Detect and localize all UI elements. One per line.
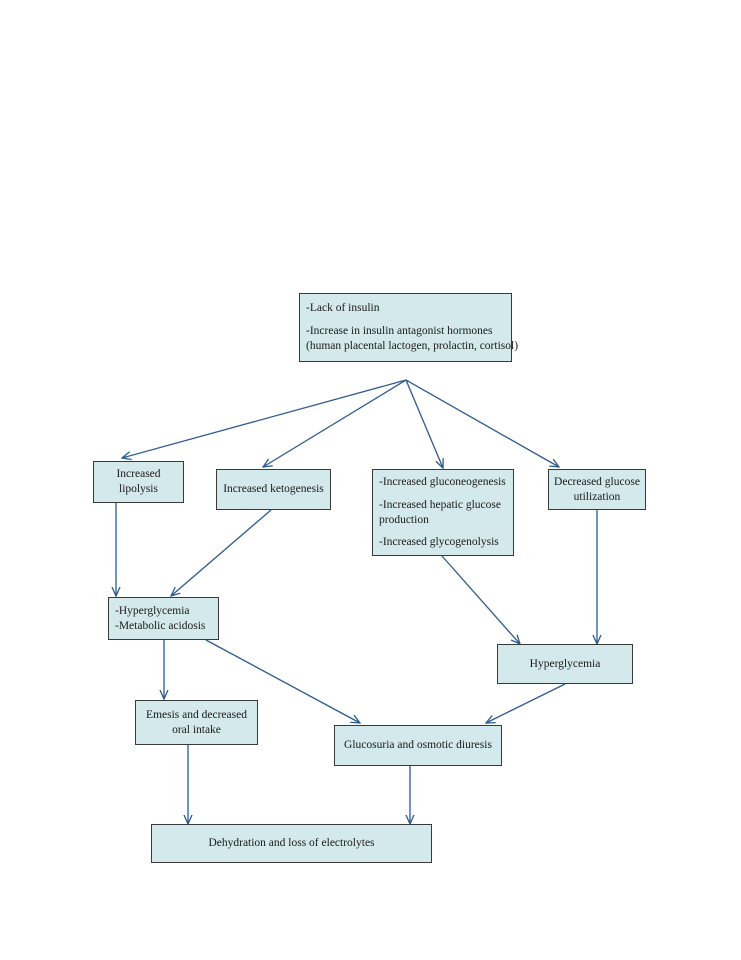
arrow-root-to-decreased	[405, 379, 559, 467]
emesis-line-1: Emesis and decreased	[146, 708, 247, 721]
lipolysis-line-2: lipolysis	[119, 483, 158, 495]
arrow-root-to-ketogenesis	[263, 379, 407, 467]
hyper-left-line-1: -Hyperglycemia	[115, 604, 190, 617]
root-line-3: (human placental lactogen, prolactin, co…	[306, 339, 519, 352]
node-emesis: Emesis and decreased oral intake	[135, 700, 258, 745]
gluco-line-3: production	[379, 513, 429, 526]
node-increased-ketogenesis: Increased ketogenesis	[216, 469, 331, 510]
hyper-right-line-1: Hyperglycemia	[529, 657, 601, 670]
ketogenesis-line-1: Increased ketogenesis	[223, 483, 324, 496]
node-hyperglycemia-acidosis: -Hyperglycemia -Metabolic acidosis	[108, 597, 219, 640]
arrow-hyper-left-to-glucosuria	[205, 639, 360, 723]
emesis-line-2: oral intake	[172, 723, 221, 736]
dehydration-line-1: Dehydration and loss of electrolytes	[208, 837, 375, 850]
arrow-hyper-right-to-glucosuria	[486, 683, 566, 723]
hyper-left-line-2: -Metabolic acidosis	[115, 619, 206, 632]
decreased-line-1: Decreased glucose	[554, 475, 640, 488]
node-lack-of-insulin: -Lack of insulin -Increase in insulin an…	[299, 293, 518, 362]
node-decreased-glucose-utilization: Decreased glucose utilization	[548, 469, 646, 510]
root-line-2: -Increase in insulin antagonist hormones	[306, 325, 493, 338]
gluco-line-1: -Increased gluconeogenesis	[379, 475, 506, 488]
node-dehydration: Dehydration and loss of electrolytes	[151, 824, 432, 863]
node-glucosuria: Glucosuria and osmotic diuresis	[334, 725, 502, 766]
lipolysis-line-1: Increased	[116, 468, 161, 481]
node-hyperglycemia: Hyperglycemia	[497, 644, 633, 684]
gluco-line-4: -Increased glycogenolysis	[379, 536, 499, 549]
gluco-line-2: -Increased hepatic glucose	[379, 498, 501, 511]
glucosuria-line-1: Glucosuria and osmotic diuresis	[344, 739, 492, 752]
arrow-ketogenesis-to-hyper-left	[171, 509, 272, 596]
arrow-root-to-lipolysis	[122, 379, 407, 458]
node-increased-lipolysis: Increased lipolysis	[93, 461, 184, 503]
arrow-gluco-to-hyper-right	[441, 555, 520, 644]
node-gluconeogenesis: -Increased gluconeogenesis -Increased he…	[372, 469, 514, 556]
root-line-1: -Lack of insulin	[306, 302, 380, 315]
arrow-root-to-gluco	[405, 379, 443, 468]
decreased-line-2: utilization	[573, 490, 621, 503]
